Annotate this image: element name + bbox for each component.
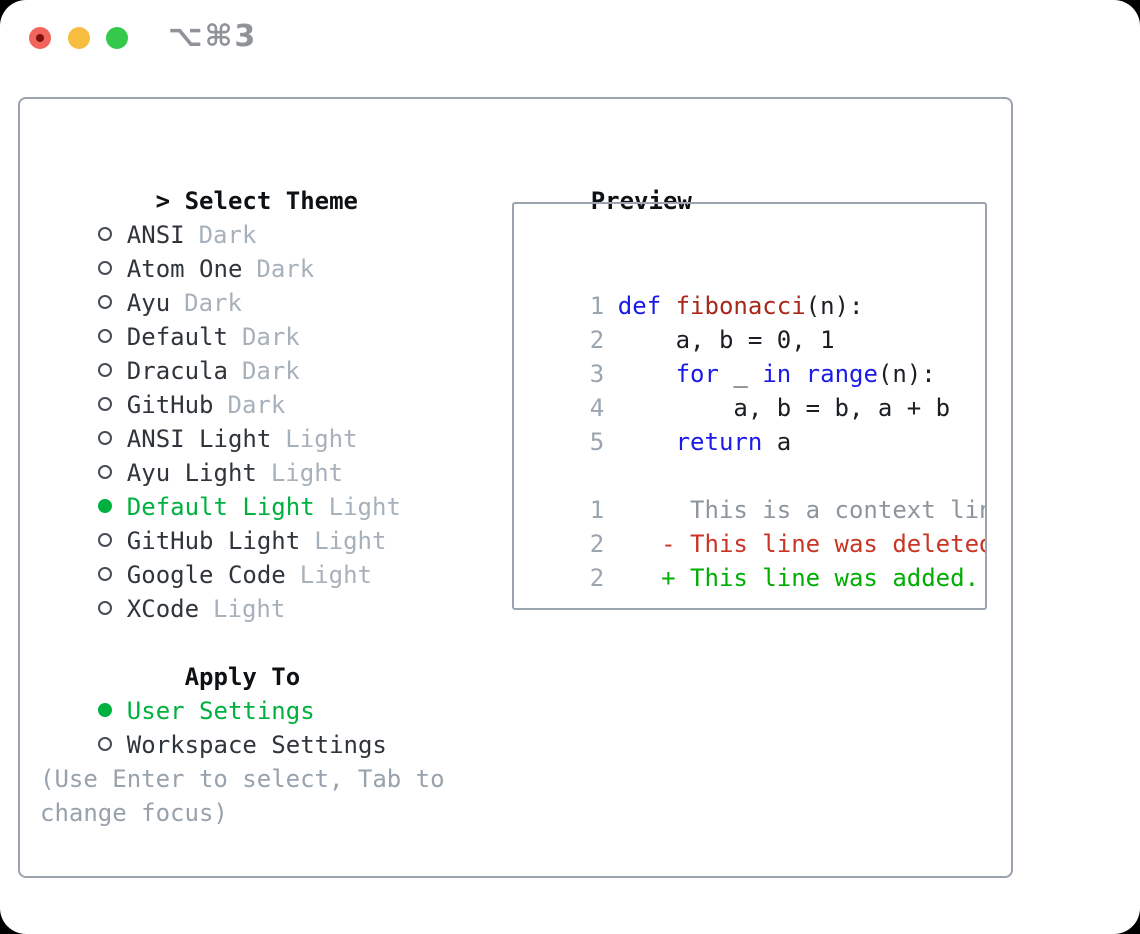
theme-name-label: Atom One <box>126 255 243 283</box>
close-button[interactable] <box>29 27 51 49</box>
apply-option[interactable]: User Settings <box>40 660 387 725</box>
theme-name-label: Google Code <box>126 561 286 589</box>
theme-option[interactable]: GitHub Dark <box>40 354 401 419</box>
theme-option[interactable]: Default Light Light <box>40 456 401 521</box>
radio-icon <box>97 295 112 309</box>
theme-tag-label: Light <box>328 493 401 521</box>
theme-tag-label: Light <box>285 425 358 453</box>
theme-tag-label: Light <box>270 459 344 487</box>
radio-icon <box>97 397 112 411</box>
preview-code-line: 2 a, b = 0, 1 <box>532 289 985 354</box>
radio-icon <box>97 737 112 751</box>
radio-icon <box>97 261 112 275</box>
preview-code-line: 4 a, b = b, a + b <box>532 357 985 422</box>
theme-tag-label: Light <box>213 595 286 623</box>
close-dot-icon <box>36 34 44 42</box>
line-number: 1 <box>589 496 605 524</box>
theme-name-label: XCode <box>126 595 200 623</box>
theme-name-label: GitHub <box>126 391 214 419</box>
theme-tag-label: Dark <box>227 391 286 419</box>
preview-code-line: 3 for _ in range(n): <box>532 323 985 388</box>
theme-option[interactable]: Google Code Light <box>40 524 401 589</box>
apply-to-section: Apply To User Settings Workspace Setting… <box>40 626 387 759</box>
theme-tag-label: Dark <box>184 289 242 317</box>
theme-option[interactable]: ANSI Light Light <box>40 388 401 453</box>
radio-icon <box>97 465 112 479</box>
prompt-icon: > <box>155 187 171 215</box>
line-number: 1 <box>589 292 605 320</box>
theme-option[interactable]: Ayu Light Light <box>40 422 401 487</box>
theme-tag-label: Dark <box>198 221 257 249</box>
apply-option[interactable]: Workspace Settings <box>40 694 387 759</box>
select-theme-header: > Select Theme <box>40 150 401 215</box>
hint-line-2: change focus) <box>40 799 228 827</box>
theme-option[interactable]: XCode Light <box>40 558 401 623</box>
line-number: 4 <box>589 394 605 422</box>
theme-name-label: GitHub Light <box>126 527 301 555</box>
preview-title: Preview <box>590 187 692 215</box>
theme-name-label: Dracula <box>126 357 228 385</box>
preview-code-line: 5 return a <box>532 391 985 456</box>
theme-option[interactable]: ANSI Dark <box>40 184 401 249</box>
line-number: 2 <box>589 326 605 354</box>
line-number: 2 <box>589 564 605 592</box>
theme-option[interactable]: Default Dark <box>40 286 401 351</box>
radio-icon <box>97 567 112 581</box>
hint-line-1: (Use Enter to select, Tab to <box>40 765 445 793</box>
theme-tag-label: Light <box>314 527 387 555</box>
theme-name-label: Default <box>126 323 228 351</box>
line-number: 3 <box>589 360 605 388</box>
minimize-button[interactable] <box>68 27 90 49</box>
line-number: 5 <box>589 428 605 456</box>
theme-option[interactable]: GitHub Light Light <box>40 490 401 555</box>
zoom-button[interactable] <box>106 27 128 49</box>
theme-option[interactable]: Ayu Dark <box>40 252 401 317</box>
preview-code-line: 1 This is a context line. <box>532 459 985 524</box>
radio-icon <box>97 499 112 513</box>
theme-option[interactable]: Dracula Dark <box>40 320 401 385</box>
theme-name-label: Ayu Light <box>126 459 257 487</box>
theme-tag-label: Light <box>299 561 372 589</box>
apply-to-title: Apply To <box>184 663 301 691</box>
preview-code-line: 2 + This line was added. <box>532 527 985 592</box>
keyboard-hint: (Use Enter to select, Tab to change focu… <box>40 762 445 830</box>
radio-icon <box>97 431 112 445</box>
theme-tag-label: Dark <box>241 323 300 351</box>
select-theme-title: Select Theme <box>184 187 358 215</box>
theme-tag-label: Dark <box>241 357 300 385</box>
radio-icon <box>97 601 112 615</box>
theme-tag-label: Dark <box>256 255 315 283</box>
theme-name-label: ANSI <box>126 221 185 249</box>
apply-option-label: Workspace Settings <box>126 731 387 759</box>
line-number: 2 <box>589 530 605 558</box>
radio-icon <box>97 703 112 717</box>
radio-icon <box>97 533 112 547</box>
radio-icon <box>97 363 112 377</box>
theme-option[interactable]: Atom One Dark <box>40 218 401 283</box>
theme-name-label: Ayu <box>126 289 171 317</box>
window-title: ⌥⌘3 <box>168 19 258 54</box>
preview-code-line: 2 - This line was deleted. <box>532 493 985 558</box>
theme-name-label: Default Light <box>126 493 315 521</box>
preview-header: Preview <box>504 150 692 215</box>
theme-name-label: ANSI Light <box>126 425 272 453</box>
radio-icon <box>97 329 112 343</box>
apply-option-label: User Settings <box>126 697 315 725</box>
radio-icon <box>97 227 112 241</box>
titlebar: ⌥⌘3 <box>0 0 1140 76</box>
apply-to-header: Apply To <box>40 626 387 691</box>
